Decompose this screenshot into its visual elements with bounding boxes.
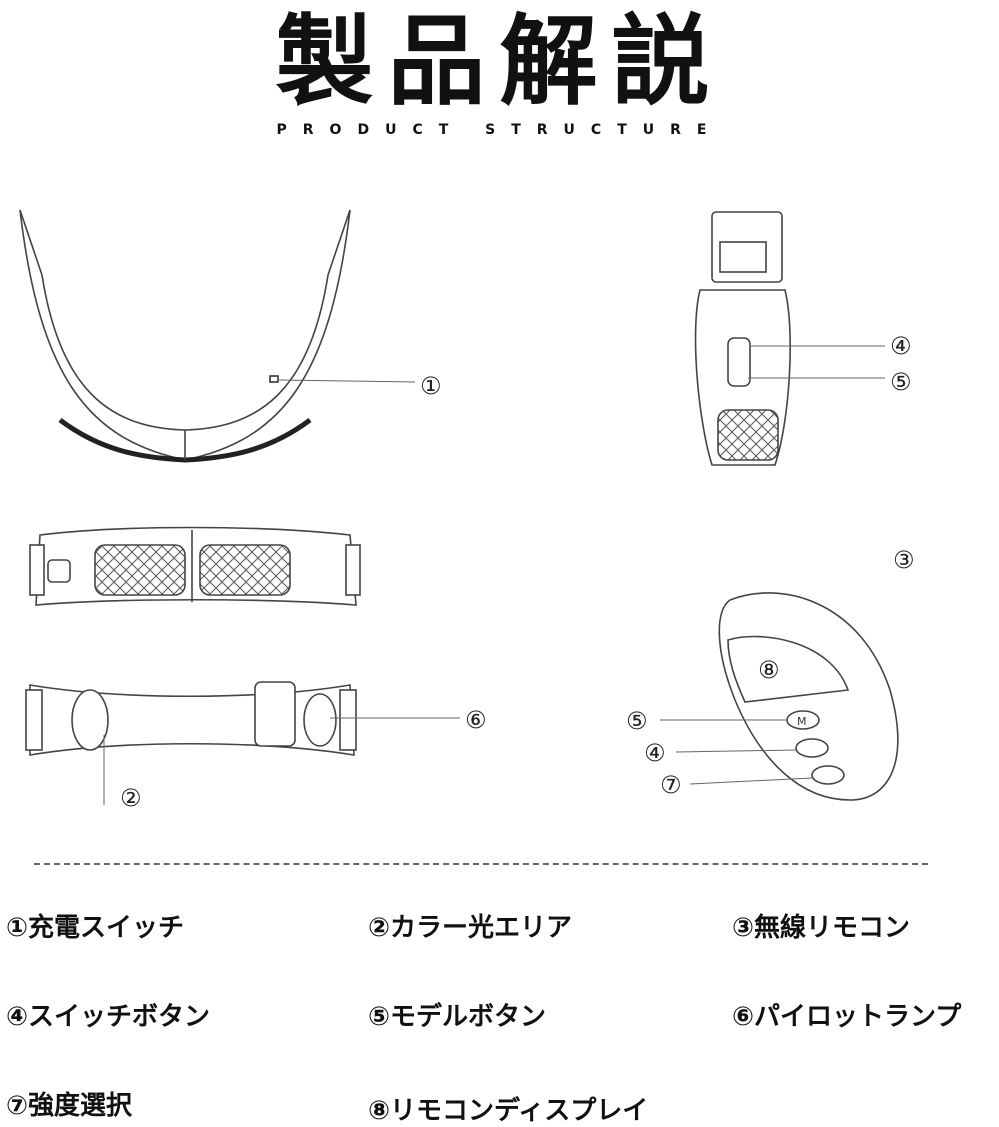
neck-band-top-view xyxy=(29,526,361,606)
neck-band-bottom-view xyxy=(25,681,357,756)
legend-item: ③無線リモコン xyxy=(732,913,911,943)
callout-8: ⑧ xyxy=(758,656,780,684)
legend-item: ④スイッチボタン xyxy=(6,1002,211,1032)
page-subtitle: PRODUCT STRUCTURE xyxy=(276,122,723,138)
callout-5-side: ⑤ xyxy=(890,368,912,396)
legend-item: ①充電スイッチ xyxy=(6,913,185,943)
leader-line-1 xyxy=(277,379,416,383)
callout-4-remote: ④ xyxy=(644,739,666,767)
leader-line-4b xyxy=(675,749,797,753)
page-title: 製品解説 xyxy=(275,5,724,119)
leader-line-7 xyxy=(689,777,813,785)
remote-control-view xyxy=(718,592,899,801)
legend-item: ⑦強度選択 xyxy=(6,1091,133,1121)
callout-1: ① xyxy=(420,372,442,400)
callout-3: ③ xyxy=(893,546,915,574)
callout-4-side: ④ xyxy=(890,332,912,360)
legend-item: ②カラー光エリア xyxy=(368,913,573,943)
neck-band-front-view xyxy=(19,209,351,463)
side-module-view xyxy=(694,211,792,466)
section-divider xyxy=(34,863,928,865)
callout-5-remote: ⑤ xyxy=(626,707,648,735)
callout-7: ⑦ xyxy=(660,771,682,799)
legend-item: ⑤モデルボタン xyxy=(368,1002,547,1032)
legend-item: ⑥パイロットランプ xyxy=(732,1002,962,1032)
remote-mode-button-label: M xyxy=(797,715,807,728)
legend-item: ⑧リモコンディスプレイ xyxy=(368,1096,649,1126)
callout-2: ② xyxy=(120,784,142,812)
callout-6: ⑥ xyxy=(465,706,487,734)
